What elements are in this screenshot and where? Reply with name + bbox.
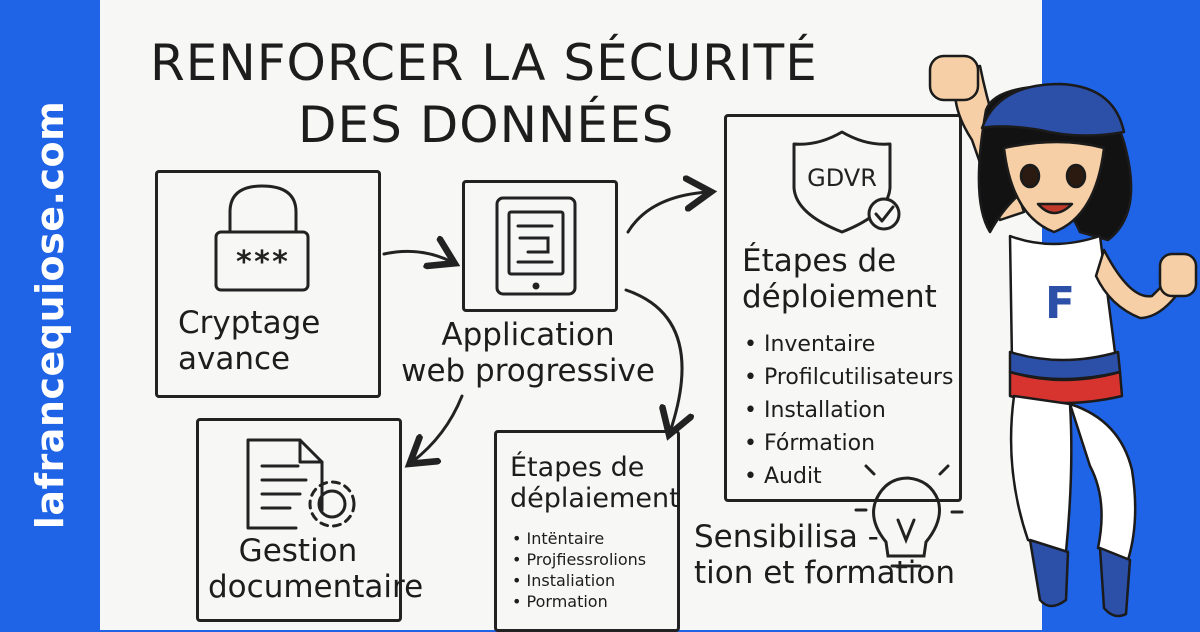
list-item: Installation — [744, 394, 953, 427]
list-item: Instaliation — [512, 570, 646, 591]
arrow-pwa-to-gdpr — [626, 192, 708, 234]
padlock-code: *** — [235, 245, 289, 280]
title-line-2: DES DONNÉES — [298, 96, 675, 154]
steps-main-box — [724, 114, 962, 502]
list-item: Projfiessrolions — [512, 549, 647, 570]
document-gear-icon — [246, 438, 356, 530]
arrow-crypt-to-pwa — [382, 251, 452, 262]
lightbulb-icon — [854, 464, 964, 568]
steps-small-list: Intëntaire Projfiessrolions Instaliation… — [512, 528, 647, 612]
list-item: Fórmation — [744, 427, 953, 460]
gdpr-badge-text: GDVR — [807, 164, 877, 192]
docs-box — [196, 418, 402, 622]
pwa-device-box — [462, 180, 618, 312]
list-item: Profilcutilisateurs — [744, 361, 953, 394]
list-item: Audit — [744, 460, 953, 493]
title-line-1: RENFORCER LA SÉCURITÉ — [150, 34, 818, 92]
arrow-pwa-to-docs — [412, 394, 464, 462]
sketch-canvas — [100, 0, 1042, 630]
list-item: Intëntaire — [512, 528, 646, 549]
steps-main-list: Inventaire Profilcutilisateurs Installat… — [744, 328, 953, 493]
left-brand-band: lafrancequiose.com — [0, 0, 100, 630]
training-label: Sensibilisa -tion et formation — [694, 519, 955, 591]
tablet-icon — [495, 196, 577, 296]
crypt-box — [155, 170, 381, 398]
shield-check-icon: GDVR — [792, 130, 901, 234]
mascot-shirt-letter: F — [1045, 278, 1075, 329]
list-item: Inventaire — [744, 328, 953, 361]
padlock-icon: *** — [214, 184, 310, 292]
list-item: Pormation — [512, 591, 646, 612]
arrow-pwa-to-steps — [624, 288, 682, 432]
mascot-character: F — [928, 54, 1198, 618]
